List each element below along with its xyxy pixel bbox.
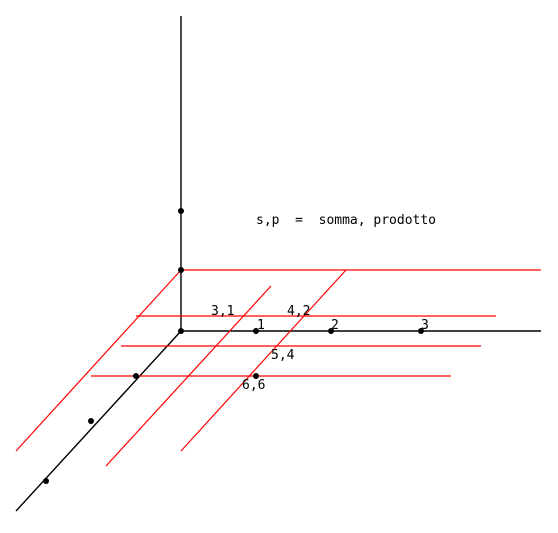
tick-label-1: 1 <box>257 318 265 333</box>
grid-diagonal-3 <box>180 269 347 452</box>
points <box>43 208 424 484</box>
label-4-2: 4,2 <box>287 304 310 319</box>
point-x2 <box>328 328 334 334</box>
point-diagonal-2 <box>88 418 94 424</box>
caption-text: s,p = somma, prodotto <box>256 213 436 228</box>
labels: s,p = somma, prodotto 3,1 4,2 1 2 3 5,4 … <box>211 213 436 393</box>
point-diagonal-3 <box>43 478 49 484</box>
red-grid <box>15 269 541 467</box>
point-diagonal-1 <box>133 373 139 379</box>
diagonal-axis <box>15 330 182 512</box>
point-66 <box>253 373 259 379</box>
label-3-1: 3,1 <box>211 304 234 319</box>
point-origin <box>178 328 184 334</box>
label-6-6: 6,6 <box>242 378 265 393</box>
point-x3 <box>418 328 424 334</box>
axes <box>15 16 541 512</box>
label-5-4: 5,4 <box>271 348 295 363</box>
point-vertical-lower <box>178 267 184 273</box>
point-vertical-upper <box>178 208 184 214</box>
grid-diagonal-1 <box>15 269 182 452</box>
grid-diagonal-2 <box>105 285 272 467</box>
point-x1 <box>253 328 259 334</box>
tick-label-2: 2 <box>331 318 339 333</box>
tick-label-3: 3 <box>421 318 429 333</box>
